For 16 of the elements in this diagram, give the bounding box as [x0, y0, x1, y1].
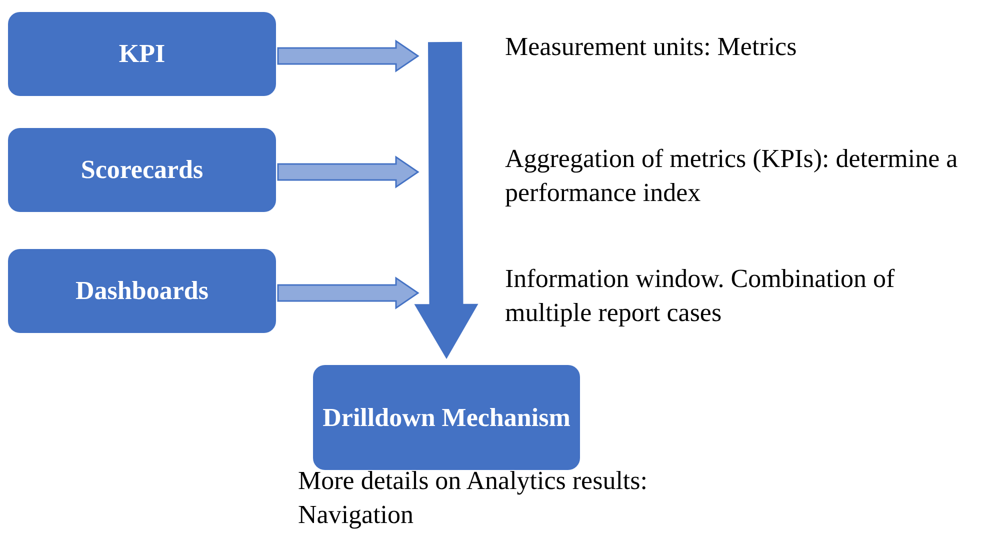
- box-label: KPI: [118, 38, 166, 70]
- process-box: [8, 249, 276, 333]
- box-label: Dashboards: [76, 275, 208, 308]
- down-arrow: [414, 42, 478, 359]
- description-text: More details on Analytics results: Navigation: [298, 465, 649, 531]
- block-arrow: [277, 276, 420, 310]
- block-arrow: [277, 40, 420, 72]
- description-text: Aggregation of metrics (KPIs): determine a performance index: [505, 143, 959, 209]
- description-text: Measurement units: Metrics: [505, 31, 798, 63]
- box-label: Scorecards: [80, 154, 204, 186]
- process-box: [313, 365, 580, 470]
- process-box: [8, 128, 276, 212]
- description-text: Information window. Combination of multiple report cases: [505, 263, 896, 329]
- box-label: Drilldown Mechanism: [322, 402, 570, 434]
- process-box: [8, 12, 276, 96]
- block-arrow: [277, 156, 420, 188]
